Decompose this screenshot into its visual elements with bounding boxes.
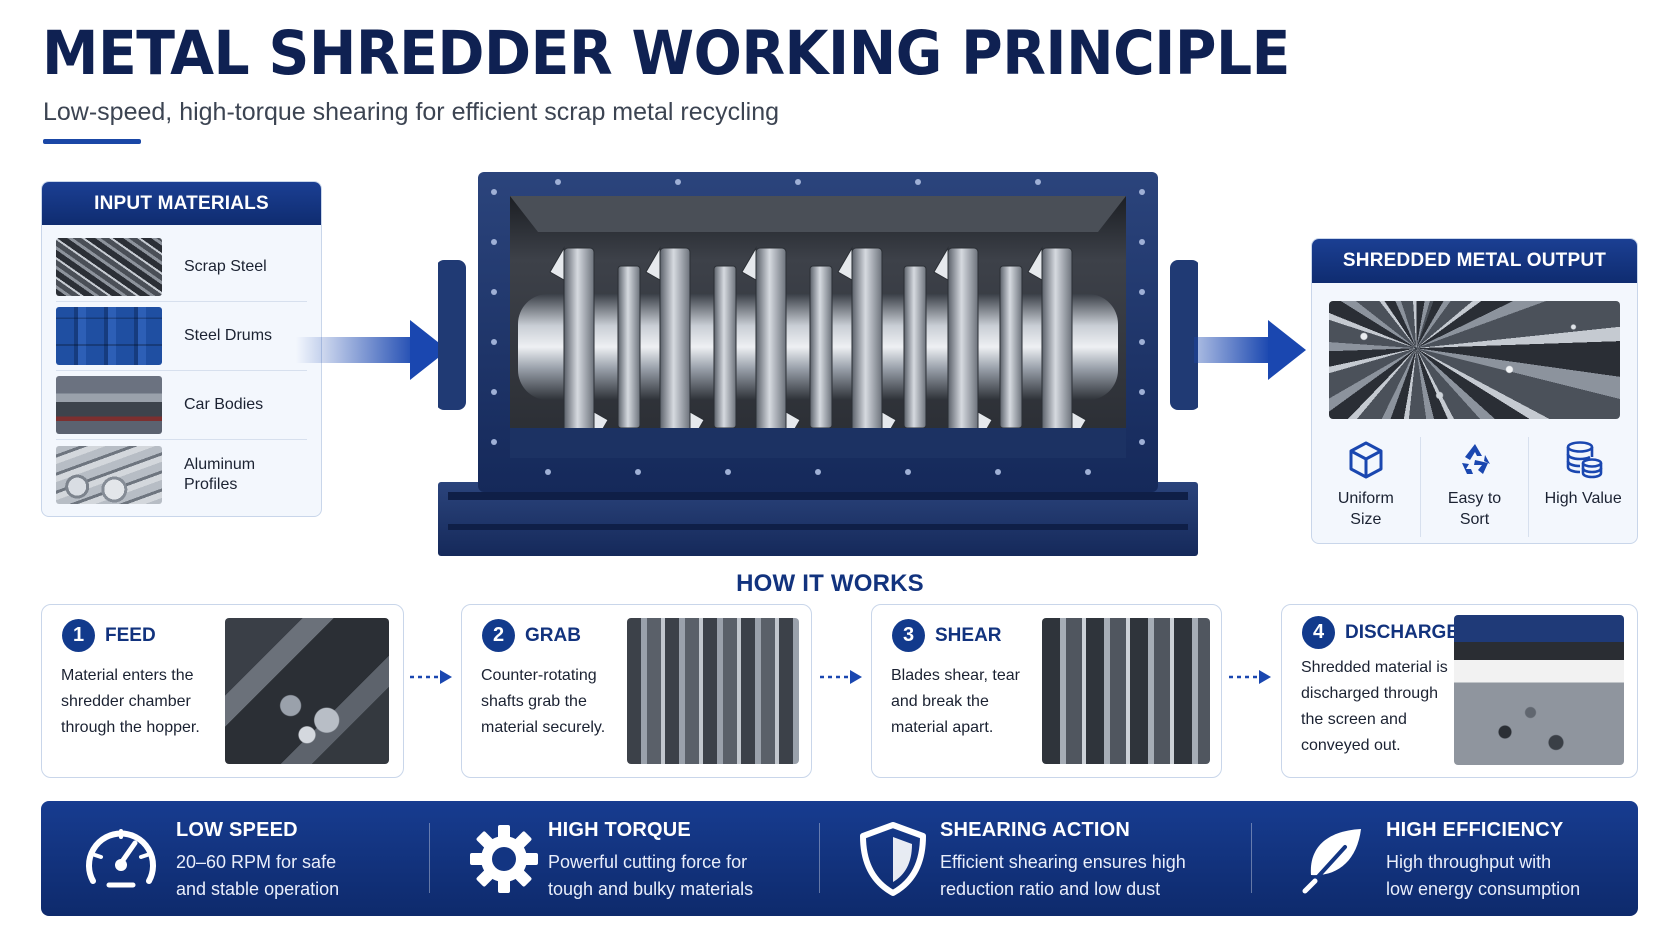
frame-bolts: [491, 179, 1145, 475]
feature-title: LOW SPEED: [176, 819, 298, 841]
step-description: Blades shear, tear and break the materia…: [891, 667, 1020, 736]
feature-description: High throughput with low energy consumpt…: [1386, 852, 1581, 899]
coins-icon: [1566, 441, 1603, 479]
step-number-badge: 3: [892, 619, 925, 652]
feature-description: Efficient shearing ensures high reductio…: [940, 852, 1186, 899]
step-title: DISCHARGE: [1345, 622, 1460, 643]
aluminum-profiles-photo: [56, 445, 162, 504]
feed-hopper-photo: [225, 618, 389, 764]
step-grab: 2 GRAB Counter-rotating shafts grab the …: [461, 604, 812, 778]
how-it-works-title: HOW IT WORKS: [736, 570, 924, 597]
step-title: SHEAR: [935, 625, 1002, 646]
output-flow-arrow: [1194, 320, 1306, 380]
steel-drums-photo: [56, 307, 162, 365]
step-title: FEED: [105, 625, 156, 646]
feature-high-torque: HIGH TORQUE Powerful cutting force for t…: [429, 801, 819, 916]
cutting-blades: [563, 247, 1073, 445]
benefit-label: High Value: [1544, 490, 1622, 507]
speedometer-icon: [86, 829, 156, 888]
step-arrow-2: [820, 670, 862, 684]
step-shear: 3 SHEAR Blades shear, tear and break the…: [871, 604, 1222, 778]
input-item-steel-drums: Steel Drums: [56, 302, 307, 371]
input-item-label: Scrap Steel: [184, 258, 267, 275]
cube-icon: [1349, 441, 1383, 479]
feature-title: HIGH EFFICIENCY: [1386, 819, 1564, 841]
machine-base: [438, 482, 1198, 556]
feature-title: SHEARING ACTION: [940, 819, 1131, 841]
feature-description: 20–60 RPM for safe and stable operation: [176, 852, 340, 899]
input-item-car-bodies: Car Bodies: [56, 371, 307, 440]
benefit-easy-to-sort: Easy to Sort: [1421, 437, 1530, 537]
title-underline: [43, 139, 141, 144]
scrap-steel-photo: [56, 238, 162, 296]
shear-blades-photo: [1042, 618, 1210, 764]
shredded-output-panel: SHREDDED METAL OUTPUT Uniform Size Easy …: [1311, 238, 1638, 544]
step-feed: 1 FEED Material enters the shredder cham…: [41, 604, 404, 778]
feature-shearing-action: SHEARING ACTION Efficient shearing ensur…: [819, 801, 1251, 916]
input-materials-list: Scrap Steel Steel Drums Car Bodies Alumi…: [42, 225, 321, 509]
step-discharge: 4 DISCHARGE Shredded material is dischar…: [1281, 604, 1638, 778]
step-arrow-3: [1229, 670, 1271, 684]
recycle-icon: [1461, 444, 1490, 474]
leaf-icon: [1302, 829, 1361, 894]
gear-icon: [470, 825, 538, 893]
feature-title: HIGH TORQUE: [548, 819, 691, 841]
feature-high-efficiency: HIGH EFFICIENCY High throughput with low…: [1251, 801, 1638, 916]
feature-low-speed: LOW SPEED 20–60 RPM for safe and stable …: [41, 801, 429, 916]
input-item-aluminum-profiles: Aluminum Profiles: [56, 440, 307, 509]
feature-description: Powerful cutting force for tough and bul…: [548, 852, 754, 899]
benefit-uniform-size: Uniform Size: [1312, 437, 1421, 537]
step-number-badge: 1: [62, 619, 95, 652]
page-subtitle: Low-speed, high-torque shearing for effi…: [43, 98, 780, 126]
input-item-scrap-steel: Scrap Steel: [56, 233, 307, 302]
step-description: Material enters the shredder chamber thr…: [61, 667, 200, 736]
right-bearing-housing: [1170, 260, 1198, 410]
input-materials-title: INPUT MATERIALS: [42, 182, 321, 225]
car-bodies-photo: [56, 376, 162, 434]
output-benefits: Uniform Size Easy to Sort High Value: [1312, 437, 1637, 537]
step-description: Counter-rotating shafts grab the materia…: [481, 667, 606, 736]
benefit-label: Uniform Size: [1337, 490, 1394, 528]
step-number-badge: 2: [482, 619, 515, 652]
step-number-badge: 4: [1302, 616, 1335, 649]
discharge-screen-photo: [1454, 615, 1624, 765]
input-item-label: Car Bodies: [184, 396, 264, 413]
step-arrow-1: [410, 670, 452, 684]
page-title: METAL SHREDDER WORKING PRINCIPLE: [42, 18, 1290, 89]
shredded-output-title: SHREDDED METAL OUTPUT: [1312, 239, 1637, 283]
step-description: Shredded material is discharged through …: [1301, 659, 1448, 754]
left-bearing-housing: [438, 260, 466, 410]
feature-divider: [1251, 823, 1252, 893]
input-flow-arrow: [296, 320, 448, 380]
input-item-label: Steel Drums: [184, 327, 273, 344]
benefit-high-value: High Value: [1529, 437, 1637, 537]
features-bar: LOW SPEED 20–60 RPM for safe and stable …: [41, 801, 1638, 916]
shield-icon: [860, 822, 926, 896]
input-item-label: Aluminum Profiles: [184, 455, 256, 493]
feature-divider: [819, 823, 820, 893]
feature-divider: [429, 823, 430, 893]
shredder-machine-illustration: [438, 172, 1198, 556]
step-title: GRAB: [525, 625, 581, 646]
grab-shafts-photo: [627, 618, 799, 764]
benefit-label: Easy to Sort: [1447, 490, 1502, 528]
input-materials-panel: INPUT MATERIALS Scrap Steel Steel Drums …: [41, 181, 322, 517]
shredded-metal-photo: [1329, 301, 1620, 419]
